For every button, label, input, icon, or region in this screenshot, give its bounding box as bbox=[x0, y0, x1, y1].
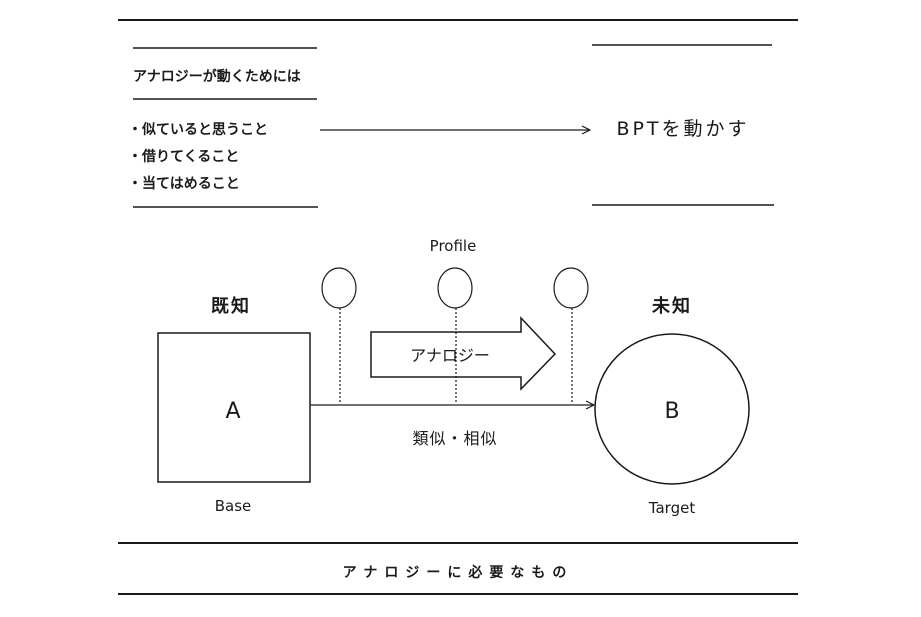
unknown-label: 未知 bbox=[652, 295, 692, 317]
base-box bbox=[157, 332, 311, 483]
result-text: BPTを動かす bbox=[616, 118, 749, 140]
base-label: Base bbox=[215, 497, 252, 515]
figure-caption: アナロジーに必要なもの bbox=[343, 564, 574, 581]
target-letter: B bbox=[664, 399, 679, 424]
analogy-arrow bbox=[370, 316, 557, 391]
condition-item: ・当てはめること bbox=[128, 175, 240, 192]
base-letter: A bbox=[225, 399, 240, 424]
known-label: 既知 bbox=[211, 295, 251, 317]
profile-circle bbox=[437, 267, 473, 309]
profile-circle bbox=[321, 267, 357, 309]
condition-item: ・借りてくること bbox=[128, 148, 239, 165]
conditions-heading: アナロジーが動くためには bbox=[133, 68, 301, 85]
relation-label: 類似・相似 bbox=[412, 429, 497, 448]
target-label: Target bbox=[648, 499, 696, 517]
profile-circle bbox=[553, 267, 589, 309]
profile-label: Profile bbox=[430, 237, 477, 255]
analogy-arrow-label: アナロジー bbox=[410, 346, 490, 365]
target-circle bbox=[594, 333, 750, 485]
condition-item: ・似ていると思うこと bbox=[128, 122, 268, 138]
